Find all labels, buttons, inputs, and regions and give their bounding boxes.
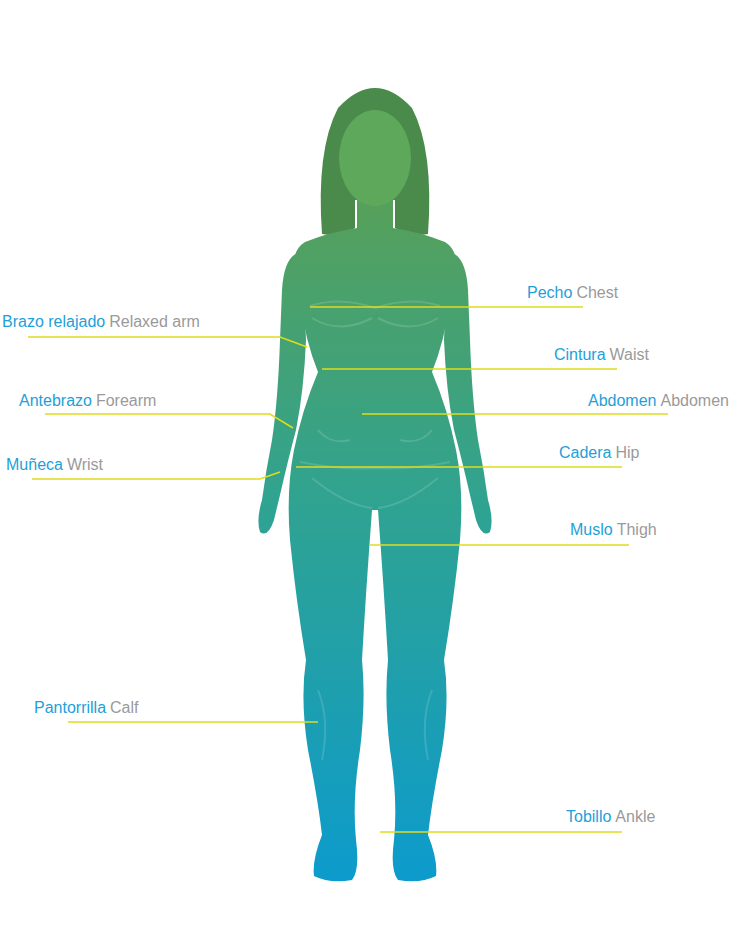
- english-term: Forearm: [96, 392, 156, 409]
- body-silhouette: [289, 200, 462, 881]
- measurement-label: PantorrillaCalf: [34, 698, 138, 717]
- spanish-term: Antebrazo: [19, 392, 92, 409]
- measurement-label: PechoChest: [527, 283, 618, 302]
- spanish-term: Abdomen: [588, 392, 657, 409]
- english-term: Ankle: [615, 808, 655, 825]
- english-term: Abdomen: [661, 392, 730, 409]
- english-term: Thigh: [617, 521, 657, 538]
- measurement-label: TobilloAnkle: [566, 807, 655, 826]
- spanish-term: Cadera: [559, 444, 611, 461]
- spanish-term: Brazo relajado: [2, 313, 105, 330]
- english-term: Wrist: [67, 456, 103, 473]
- measurement-label: MusloThigh: [570, 520, 657, 539]
- measurement-label: CaderaHip: [559, 443, 640, 462]
- spanish-term: Pantorrilla: [34, 699, 106, 716]
- measurement-label: CinturaWaist: [554, 345, 649, 364]
- english-term: Waist: [610, 346, 649, 363]
- measurement-label: AntebrazoForearm: [19, 391, 156, 410]
- spanish-term: Cintura: [554, 346, 606, 363]
- measurement-label: AbdomenAbdomen: [588, 391, 729, 410]
- english-term: Chest: [576, 284, 618, 301]
- measurement-label: Brazo relajadoRelaxed arm: [2, 312, 200, 331]
- spanish-term: Muñeca: [6, 456, 63, 473]
- spanish-term: Muslo: [570, 521, 613, 538]
- measurement-label: MuñecaWrist: [6, 455, 103, 474]
- leader-lines: [28, 307, 668, 832]
- spanish-term: Tobillo: [566, 808, 611, 825]
- english-term: Hip: [615, 444, 639, 461]
- body-contours: [300, 301, 450, 760]
- face: [339, 110, 411, 206]
- spanish-term: Pecho: [527, 284, 572, 301]
- english-term: Calf: [110, 699, 138, 716]
- english-term: Relaxed arm: [109, 313, 200, 330]
